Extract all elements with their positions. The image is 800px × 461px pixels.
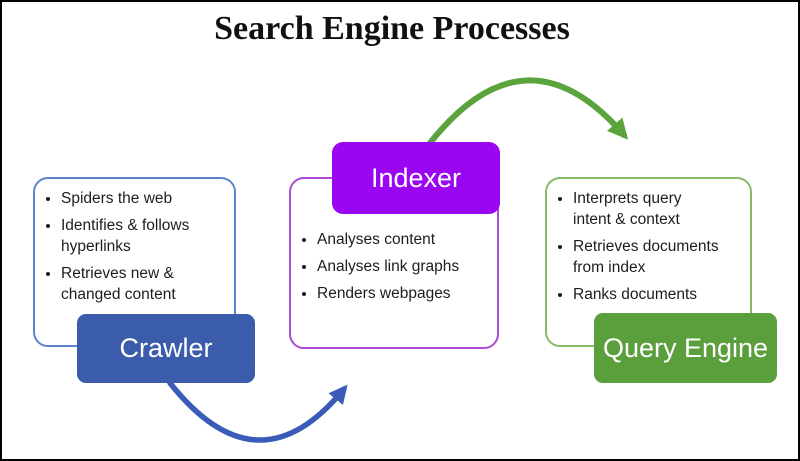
arrow-indexer-to-query-engine-icon (427, 77, 629, 146)
crawler-detail-box: Spiders the web Identifies & follows hyp… (33, 177, 236, 347)
bullet-item: Retrieves documents from index (573, 236, 744, 278)
arrow-crawler-to-indexer-icon (167, 380, 348, 443)
crawler-label: Crawler (77, 314, 255, 383)
diagram-title: Search Engine Processes (214, 10, 570, 47)
query-engine-label: Query Engine (594, 313, 777, 383)
bullet-item: Identifies & follows hyperlinks (61, 215, 228, 257)
indexer-label-text: Indexer (370, 162, 462, 193)
bullet-item: Ranks documents (573, 284, 744, 305)
bullet-item: Analyses content (317, 229, 491, 250)
query-engine-detail-box: Interprets query intent & context Retrie… (545, 177, 752, 347)
query-engine-label-text: Query Engine (602, 332, 769, 363)
bullet-item: Retrieves new & changed content (61, 263, 228, 305)
bullet-item: Spiders the web (61, 188, 228, 209)
query-engine-bullet-list: Interprets query intent & context Retrie… (547, 179, 750, 305)
bullet-item: Interprets query intent & context (573, 188, 744, 230)
indexer-bullet-list: Analyses content Analyses link graphs Re… (291, 179, 497, 304)
bullet-item: Renders webpages (317, 283, 491, 304)
bullet-item: Analyses link graphs (317, 256, 491, 277)
crawler-label-text: Crawler (119, 333, 213, 363)
indexer-label: Indexer (332, 142, 500, 214)
crawler-bullet-list: Spiders the web Identifies & follows hyp… (35, 179, 234, 305)
